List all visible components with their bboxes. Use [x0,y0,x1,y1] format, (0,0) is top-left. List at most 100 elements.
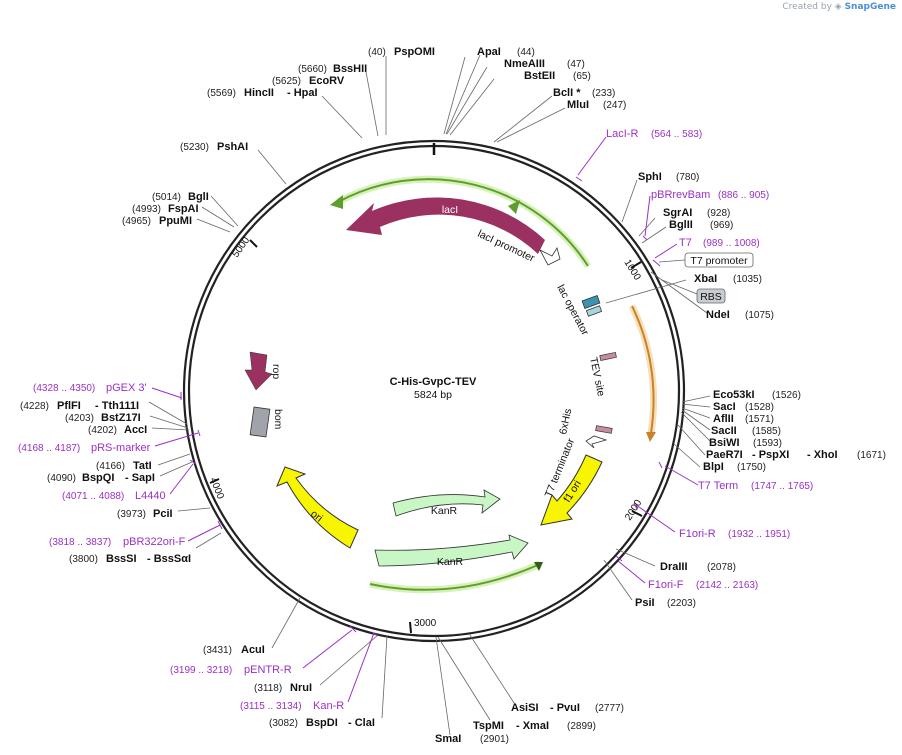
tev-site-feature[interactable] [599,351,617,362]
enzyme-name[interactable]: SphI [638,171,662,183]
enzyme-name[interactable]: BssSI [106,553,137,565]
enzyme-name[interactable]: FspAI [168,203,199,215]
primer-name[interactable]: T7 Term [698,480,738,492]
primer-name[interactable]: pBR322ori-F [123,536,186,548]
lac-operator-feature[interactable] [581,294,601,310]
enzyme-name[interactable]: ApaI [477,46,501,58]
rop-feature[interactable] [244,351,273,391]
enzyme-name[interactable]: BglI [188,191,209,203]
rop-label: rop [270,364,282,379]
credit-prefix: Created by [782,2,832,12]
primer-name[interactable]: F1ori-F [648,579,684,591]
enzyme-name[interactable]: BstEII [524,70,555,82]
enzyme-name[interactable]: PaeR7I [706,449,743,461]
enzyme-pos: (1750) [737,462,766,473]
enzyme-name[interactable]: PflFI [57,400,81,412]
enzyme-name[interactable]: AflII [713,413,734,425]
enzyme-name[interactable]: NruI [290,682,312,694]
orange-arc-arrowhead [646,432,656,442]
primer-name[interactable]: T7 [679,237,692,249]
sixxhis-label: 6xHis [557,407,574,435]
primer-name[interactable]: pBRrevBam [651,189,710,201]
enzyme-pos: (2203) [667,598,696,609]
kanr-feature-2[interactable] [374,534,529,567]
primer-name[interactable]: LacI-R [606,128,638,140]
primer-name[interactable]: L4440 [135,490,166,502]
sixxhis-feature[interactable] [595,425,613,434]
t7-promoter-box[interactable]: T7 promoter [684,252,754,268]
enzyme-name[interactable]: - ClaI [348,717,375,729]
enzyme-name[interactable]: DraIII [660,561,688,573]
enzyme-name[interactable]: BspQI [82,472,114,484]
kanr-feature-1[interactable] [392,489,501,517]
enzyme-name[interactable]: - PspXI [752,449,789,461]
primer-range: (2142 .. 2163) [696,580,758,591]
f1-ori-feature[interactable] [540,454,603,526]
enzyme-name[interactable]: BssHII [333,63,367,75]
enzyme-name[interactable]: NmeAIII [504,58,545,70]
enzyme-name[interactable]: HincII [244,87,274,99]
primer-name[interactable]: pRS-marker [91,442,151,454]
enzyme-pos: (4166) [96,461,125,472]
enzyme-name[interactable]: BglII [669,219,693,231]
enzyme-name[interactable]: PshAI [217,141,248,153]
enzyme-name[interactable]: BlpI [703,461,724,473]
enzyme-pos: (4965) [122,216,151,227]
orange-arc-highlight [628,304,658,434]
plasmid-length: 5824 bp [414,389,452,401]
ori-feature[interactable] [276,466,359,549]
primer-name[interactable]: F1ori-R [679,528,716,540]
enzyme-name[interactable]: SgrAI [663,207,692,219]
enzyme-name[interactable]: AcuI [241,644,265,656]
enzyme-name[interactable]: - Tth111I [95,400,139,412]
enzyme-pos: (3431) [203,645,232,656]
enzyme-name[interactable]: BclI * [553,87,581,99]
primer-range: (4071 .. 4088) [62,491,124,502]
enzyme-pos: (4090) [47,473,76,484]
enzyme-name[interactable]: - XhoI [807,449,838,461]
enzyme-name[interactable]: PpuMI [159,215,192,227]
enzyme-name[interactable]: MluI [567,99,589,111]
enzyme-name[interactable]: - PvuI [550,702,580,714]
enzyme-name[interactable]: - HpaI [287,87,318,99]
enzyme-name[interactable]: XbaI [694,273,717,285]
enzyme-name[interactable]: TatI [133,460,152,472]
enzyme-name[interactable]: PspOMI [394,46,435,58]
enzyme-name[interactable]: Eco53kI [713,389,755,401]
t7-terminator-feature[interactable] [585,435,608,449]
enzyme-name[interactable]: SacII [711,425,737,437]
rbs-box[interactable]: RBS [696,288,726,304]
enzyme-name[interactable]: - BssSαI [147,553,191,565]
enzyme-name[interactable]: NdeI [706,309,730,321]
enzyme-name[interactable]: BstZ17I [101,412,141,424]
enzyme-pos: (4203) [65,413,94,424]
primer-name[interactable]: pENTR-R [244,664,292,676]
laci-promoter-feature[interactable] [539,247,561,266]
enzyme-name[interactable]: PsiI [635,597,655,609]
enzyme-name[interactable]: BsiWI [709,437,740,449]
primer-range: (989 .. 1008) [703,238,760,249]
t7-promoter-label: T7 promoter [690,255,748,267]
enzyme-name[interactable]: EcoRV [309,75,345,87]
enzyme-name[interactable]: - XmaI [516,720,549,732]
enzyme-name[interactable]: AsiSI [511,702,539,714]
enzyme-name[interactable]: SmaI [435,733,461,745]
enzyme-pos: (3800) [69,554,98,565]
enzyme-name[interactable]: SacI [713,401,736,413]
enzyme-pos: (5569) [207,88,236,99]
enzyme-name[interactable]: PciI [153,508,173,520]
lac-operator-feature-2[interactable] [585,305,603,317]
primer-name[interactable]: pGEX 3' [106,382,147,394]
enzyme-name[interactable]: BspDI [306,717,338,729]
tick-label-5000: 5000 [230,235,252,260]
enzyme-name[interactable]: TspMI [473,720,504,732]
bom-feature[interactable] [249,406,271,438]
primer-name[interactable]: Kan-R [313,700,344,712]
primer-range: (1932 .. 1951) [728,529,790,540]
enzyme-pos: (1571) [745,414,774,425]
t7-promoter-leader [658,259,686,263]
enzyme-pos: (1585) [752,426,781,437]
enzyme-name[interactable]: AccI [124,424,147,436]
laci-feature[interactable] [346,197,545,254]
enzyme-name[interactable]: - SapI [125,472,155,484]
